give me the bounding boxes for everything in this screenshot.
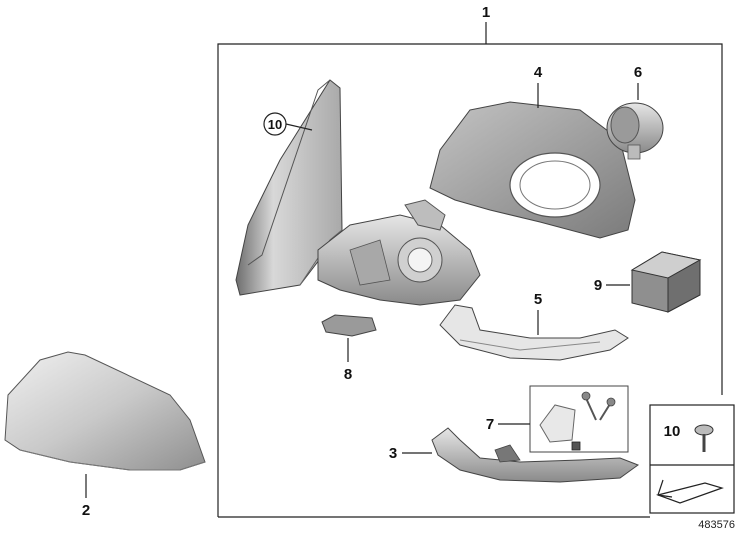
callout-7-label: 7 (486, 416, 494, 433)
pointer-arrow-icon (655, 479, 724, 504)
fastener-kit-part (529, 385, 629, 453)
assembly-frame (217, 43, 723, 518)
callout-6-label: 6 (634, 64, 642, 81)
callout-9: 9 (594, 277, 630, 294)
turn-signal-part (439, 304, 629, 361)
callout-5: 5 (534, 291, 542, 335)
callout-7: 7 (486, 416, 530, 433)
housing-frame-part (429, 101, 636, 239)
nut-icon (571, 441, 581, 451)
callout-9-label: 9 (594, 277, 602, 294)
mirror-mechanism (317, 199, 481, 306)
mirror-cap-part (4, 351, 206, 471)
callout-3: 3 (389, 445, 432, 462)
callout-6: 6 (634, 64, 642, 100)
box-part (630, 251, 702, 313)
callout-8-label: 8 (344, 366, 352, 383)
callout-10-circled-label: 10 (268, 117, 282, 132)
callout-2-label: 2 (82, 502, 90, 519)
callout-3-label: 3 (389, 445, 397, 462)
document-number: 483576 (698, 519, 735, 531)
callout-4: 4 (534, 64, 543, 108)
callout-10-circled: 10 (263, 112, 313, 136)
screw-icon (694, 424, 714, 452)
callout-10-legend-label: 10 (664, 423, 681, 440)
lower-trim-part (431, 427, 640, 483)
callout-5-label: 5 (534, 291, 542, 308)
callout-1: 1 (482, 4, 490, 44)
callout-1-label: 1 (482, 4, 490, 21)
callout-2: 2 (82, 474, 90, 519)
legend-screw: 10 (664, 423, 714, 452)
callout-8: 8 (344, 338, 352, 383)
motor-part (606, 102, 664, 160)
callout-4-label: 4 (534, 64, 543, 81)
mirror-glass-part (235, 79, 343, 296)
small-cover-part (321, 314, 377, 337)
